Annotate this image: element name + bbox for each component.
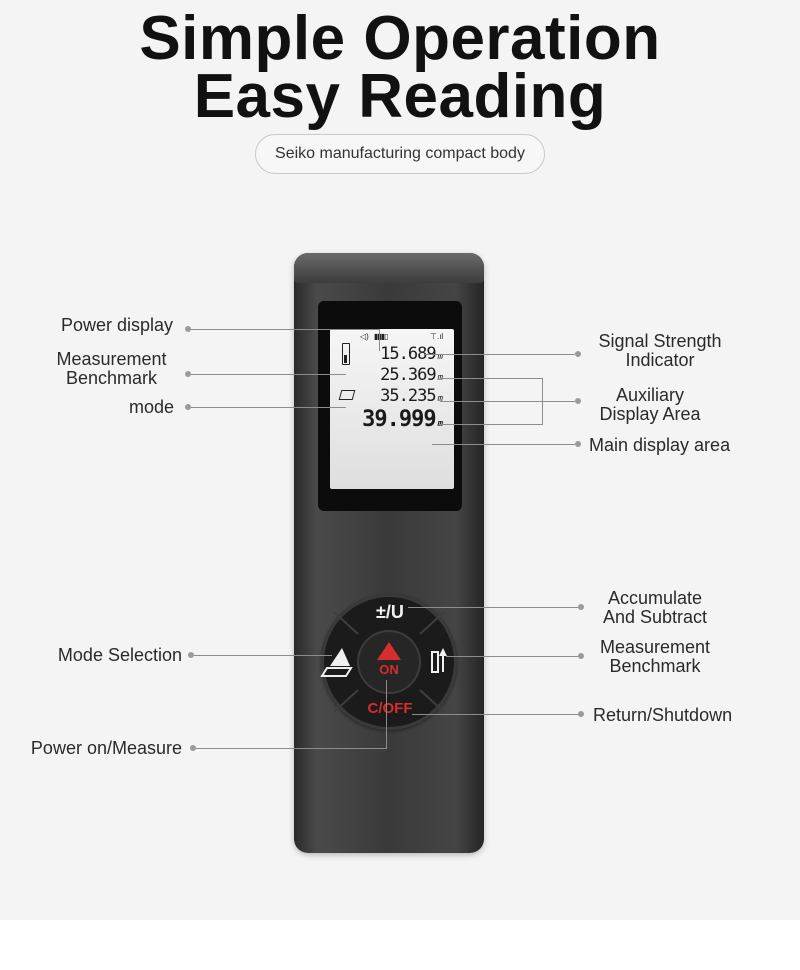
leader-dot [575,398,581,404]
pad-separator [419,611,445,635]
leader-dot [578,604,584,610]
callout-mode: mode [128,397,174,417]
off-button[interactable]: C/OFF [367,700,413,717]
pad-separator [333,689,359,713]
leader-dot [185,404,191,410]
leader-dot [575,351,581,357]
leader-line [408,607,578,608]
callout-measurement-benchmark-left: Measurement Benchmark [56,349,167,388]
leader-line [191,407,346,408]
on-button-label: ON [379,662,399,677]
leader-line [432,444,575,445]
leader-line [191,374,346,375]
pad-separator [333,611,359,635]
leader-line [412,714,578,715]
pad-separator [419,689,445,713]
on-triangle-icon [377,642,401,660]
leader-dot [188,652,194,658]
leader-line [440,424,542,425]
mode-triangle-icon[interactable] [320,648,353,677]
leader-line [446,656,578,657]
leader-line [379,329,380,351]
battery-icon: ▮▮▮▯ [374,332,389,341]
leader-line [440,401,542,402]
power-on-button[interactable] [357,630,421,694]
device-top-cap [294,253,484,283]
headline-line-1: Simple Operation [139,4,661,73]
leader-line [425,354,575,355]
leader-dot [190,745,196,751]
callout-power-display: Power display [60,315,173,335]
leader-dot [185,371,191,377]
callout-accumulate: Accumulate And Subtract [602,588,708,627]
leader-line [440,378,542,379]
leader-dot [578,711,584,717]
benchmark-icon [342,343,350,365]
leader-dot [185,326,191,332]
accumulate-button[interactable]: ±/U [376,602,404,622]
callout-mode-selection: Mode Selection [57,645,182,665]
leader-dot [578,653,584,659]
leader-line [386,680,387,749]
leader-line [194,655,332,656]
leader-line [196,748,386,749]
leader-dot [575,441,581,447]
callout-measurement-benchmark-right: Measurement Benchmark [599,637,711,676]
callout-signal-strength: Signal Strength Indicator [598,331,722,370]
signal-icon: ⊤.ıl [430,332,444,341]
leader-line [191,329,379,330]
callout-main-display: Main display area [589,435,731,455]
callout-return-shutdown: Return/Shutdown [593,705,733,725]
subtitle-pill: Seiko manufacturing compact body [255,134,545,174]
callout-power-on-measure: Power on/Measure [30,738,182,758]
benchmark-button-icon[interactable] [431,648,447,673]
callout-auxiliary-display: Auxiliary Display Area [599,385,701,424]
speaker-icon: ◁) [360,332,369,341]
leader-line [542,401,575,402]
headline-line-2: Easy Reading [193,62,607,131]
